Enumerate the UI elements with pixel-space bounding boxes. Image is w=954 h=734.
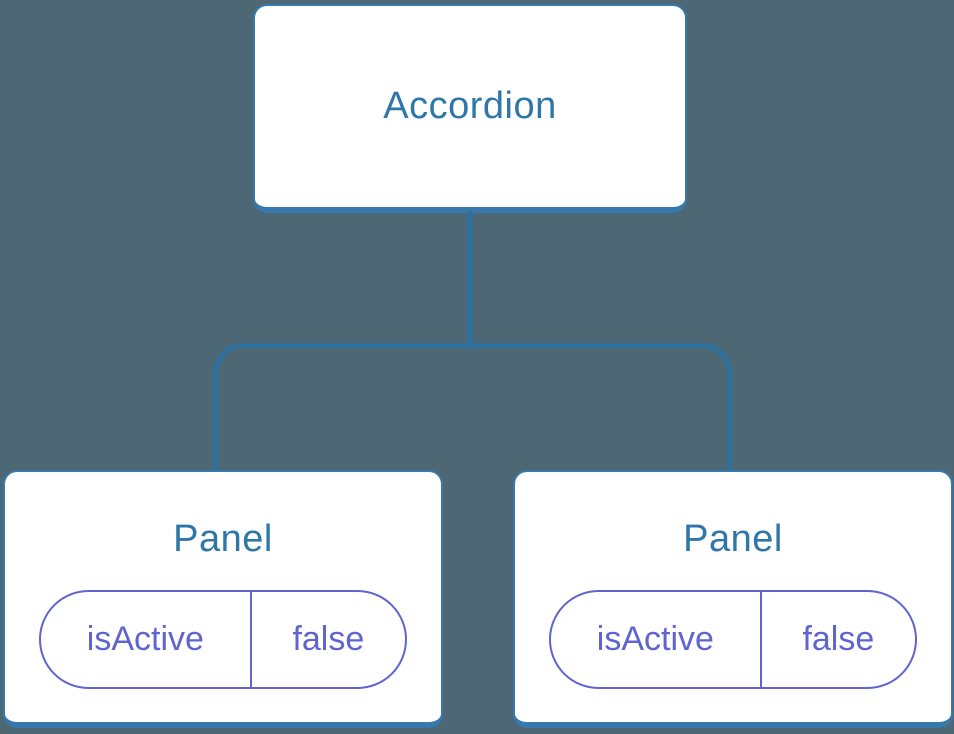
state-value-left: false xyxy=(292,620,365,658)
node-accordion: Accordion xyxy=(253,4,687,213)
node-panel-right: Panel isActive false xyxy=(513,470,953,728)
state-value-right: false xyxy=(802,620,875,658)
node-accordion-label: Accordion xyxy=(383,85,557,127)
node-panel-right-label: Panel xyxy=(683,518,783,560)
state-pill-right: isActive false xyxy=(549,590,917,689)
state-key-left: isActive xyxy=(41,592,252,687)
state-pill-left: isActive false xyxy=(39,590,407,689)
connector-stem xyxy=(467,211,473,345)
node-panel-left: Panel isActive false xyxy=(3,470,443,728)
connector-bracket xyxy=(213,343,732,470)
state-key-right: isActive xyxy=(551,592,762,687)
node-panel-left-label: Panel xyxy=(173,518,273,560)
